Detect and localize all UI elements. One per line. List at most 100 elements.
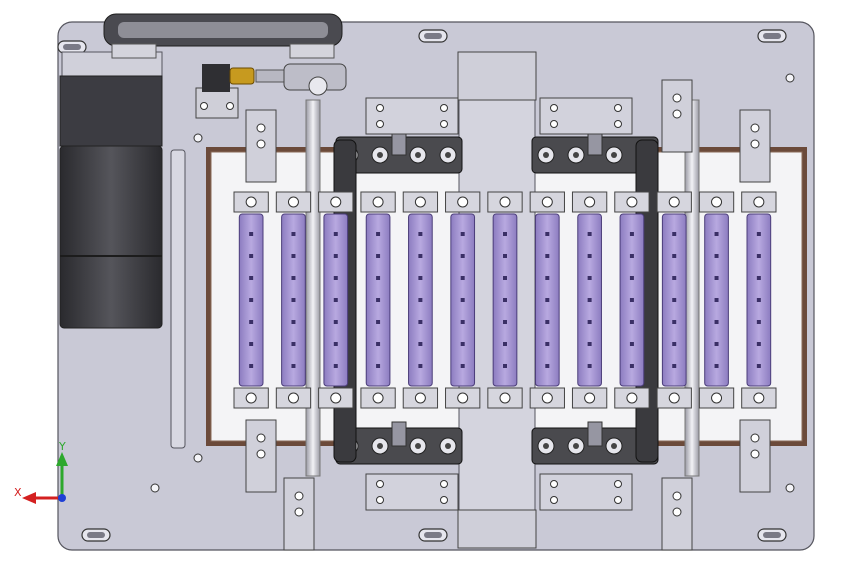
slat-hole [460,342,465,346]
slat-hole [503,276,507,280]
coordinate-triad: Y X [14,440,68,504]
slat-hole [249,364,254,368]
slot-core [87,532,105,538]
mount-hole [614,104,622,112]
slat-top-pin [668,196,680,208]
slat [275,191,312,409]
slat-hole [249,320,254,324]
left-rail [170,149,186,449]
bracket-hole [294,507,304,517]
bracket-hole [750,449,760,459]
slat-hole [460,254,465,258]
slot-core [424,33,442,39]
slat-hole [503,342,507,346]
bearing-hub [445,443,451,449]
slat-hole [291,298,296,302]
slat-hole [376,298,381,302]
triad-x-label: X [14,486,22,499]
slat-hole [587,298,592,302]
slat [614,191,650,409]
mount-hole [614,480,622,488]
slat-hole [714,232,719,236]
slat-hole [756,364,761,368]
slat-hole [333,320,338,324]
slat-hole [545,342,550,346]
slat-hole [376,254,381,258]
slot-core [424,532,442,538]
slat-hole [756,342,761,346]
slat-bottom-pin [584,392,596,404]
bracket-hole [672,93,682,103]
slat [487,191,523,409]
bearing-mount [365,97,459,135]
bearing-mount [365,473,459,511]
mount-hole [440,496,448,504]
slat [656,191,692,409]
slat [318,191,354,409]
bracket-hole [256,433,266,443]
slot-core [763,33,781,39]
slat-top-pin [287,196,299,208]
bearing-hub [377,443,383,449]
mounting-hole [193,133,203,143]
slat-hole [503,320,507,324]
slat [233,191,269,409]
slat-hole [756,320,761,324]
mount-hole [376,104,384,112]
bearing-mount [539,473,633,511]
slat-bottom-pin [372,392,384,404]
bracket-hole [256,449,266,459]
slat-hole [587,364,592,368]
slat-hole [629,276,634,280]
bearing-block [335,421,463,465]
slat-hole [587,276,592,280]
slat-hole [629,342,634,346]
slat-hole [460,320,465,324]
slat-hole [291,254,296,258]
slat-hole [672,342,677,346]
slat-hole [291,320,296,324]
slat-bottom-pin [711,392,723,404]
sensor-bracket [195,64,287,119]
bracket-hole [750,123,760,133]
slat-top-pin [372,196,384,208]
slat-hole [249,342,254,346]
mounting-hole [150,483,160,493]
bearing-hub [611,152,617,158]
slat-bottom-pin [499,392,511,404]
slat-hole [672,276,677,280]
slat-hole [333,364,338,368]
slat-hole [418,276,423,280]
slat-top-pin [499,196,511,208]
slat-hole [333,298,338,302]
slat-hole [672,254,677,258]
slat-hole [460,298,465,302]
mounting-hole [785,483,795,493]
mount-hole [376,120,384,128]
mounting-hole [193,453,203,463]
mount-hole [376,480,384,488]
slat-hole [503,232,507,236]
slat-hole [376,232,381,236]
drive-motor [59,51,163,329]
slat [741,191,777,409]
slat-conveyor [233,191,777,409]
slat [360,191,396,409]
slat-hole [418,254,423,258]
slat-hole [333,254,338,258]
slat-bottom-pin [541,392,553,404]
mount-hole [550,104,558,112]
slat-bottom-pin [668,392,680,404]
guide-rod-right [684,99,700,477]
slat-top-pin [245,196,257,208]
slat-hole [545,254,550,258]
bearing-hub [611,443,617,449]
slat-hole [545,232,550,236]
slat-hole [629,232,634,236]
slat-top-pin [541,196,553,208]
slat-hole [545,276,550,280]
slat [698,191,735,409]
slat-hole [249,298,254,302]
slat-top-pin [330,196,342,208]
